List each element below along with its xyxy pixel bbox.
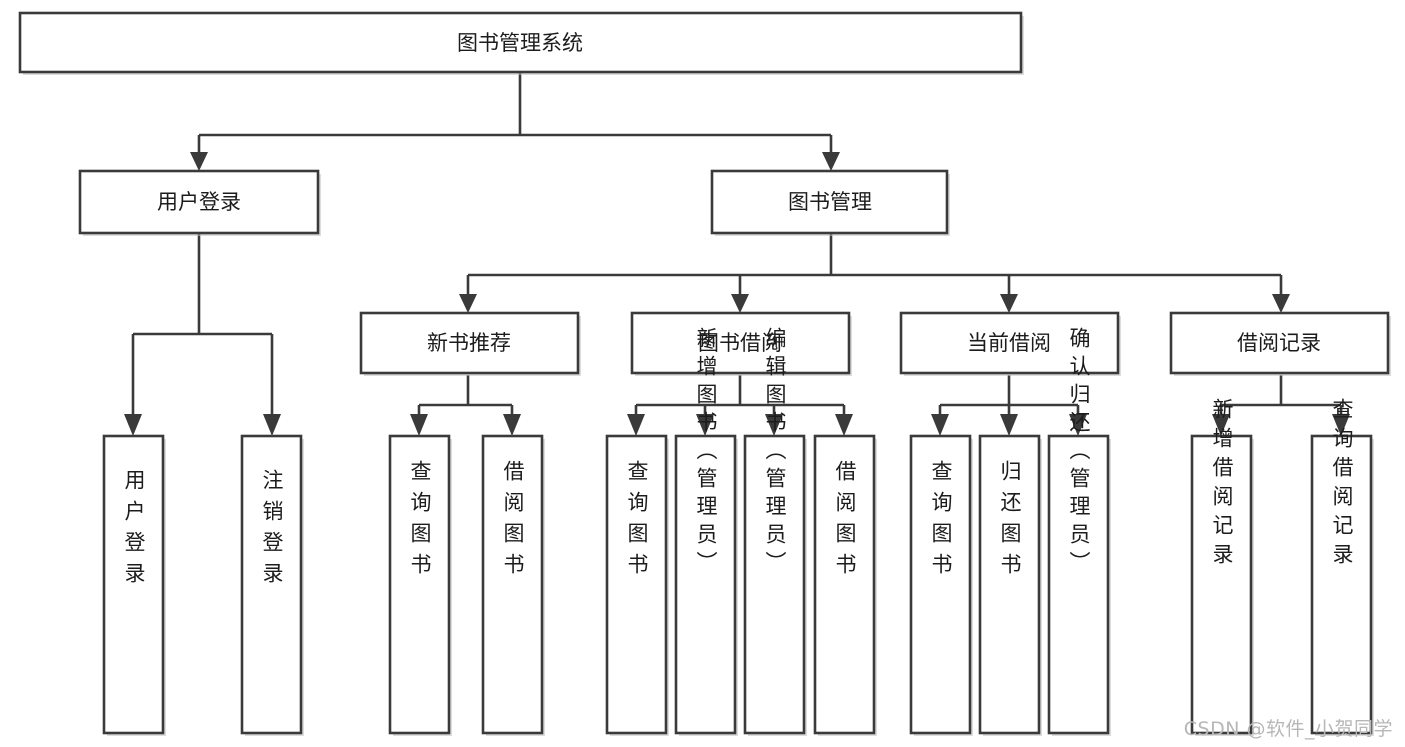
borrow-record-label: 借阅记录 bbox=[1237, 331, 1321, 355]
arrowhead-to-book-borrow bbox=[731, 294, 749, 313]
leaf-return-book-label: 归还图书 bbox=[998, 460, 1022, 584]
leaf-query-record-box[interactable] bbox=[1310, 434, 1373, 735]
arrowhead-to-leaf-borrow-book-2 bbox=[835, 414, 853, 436]
user-login-box[interactable] bbox=[78, 169, 320, 235]
leaf-edit-book-label: 编辑图书（管理员） bbox=[763, 327, 787, 579]
user-login-label: 用户登录 bbox=[157, 190, 241, 214]
leaf-add-book-label: 新增图书（管理员） bbox=[694, 327, 718, 579]
node-leaf-user-login[interactable]: 用户登录 bbox=[102, 434, 166, 736]
root-label: 图书管理系统 bbox=[457, 31, 583, 55]
node-leaf-query-record[interactable]: 查询借阅记录 bbox=[1310, 398, 1374, 736]
arrowhead-to-leaf-query-record bbox=[1332, 414, 1350, 436]
arrowhead-to-leaf-borrow-book-1 bbox=[503, 414, 521, 436]
leaf-query-book-2-box[interactable] bbox=[605, 434, 668, 735]
node-leaf-add-record[interactable]: 新增借阅记录 bbox=[1190, 398, 1254, 736]
leaf-return-book-box[interactable] bbox=[978, 434, 1041, 735]
leaf-confirm-return-box[interactable] bbox=[1047, 434, 1110, 735]
node-leaf-return-book[interactable]: 归还图书 bbox=[978, 434, 1042, 736]
node-leaf-query-book-1[interactable]: 查询图书 bbox=[388, 434, 452, 736]
csdn-watermark: CSDN @软件_小贺同学 bbox=[1183, 718, 1393, 740]
arrowhead-to-leaf-query-book-3 bbox=[931, 414, 949, 436]
node-leaf-query-book-3[interactable]: 查询图书 bbox=[909, 434, 973, 736]
leaf-edit-book-box[interactable] bbox=[743, 434, 806, 735]
arrowhead-to-leaf-add-book bbox=[696, 414, 714, 436]
arrowhead-to-leaf-add-record bbox=[1212, 414, 1230, 436]
arrowhead-to-leaf-confirm-return bbox=[1069, 414, 1087, 436]
arrowhead-to-user-login bbox=[190, 152, 208, 171]
arrowhead-to-leaf-logout-login bbox=[263, 414, 281, 436]
node-book-borrow[interactable]: 图书借阅 bbox=[630, 311, 852, 376]
root-box[interactable] bbox=[18, 11, 1023, 74]
node-root[interactable]: 图书管理系统 bbox=[18, 11, 1024, 75]
arrowhead-to-leaf-edit-book bbox=[765, 414, 783, 436]
arrowhead-to-leaf-query-book-1 bbox=[410, 414, 428, 436]
node-leaf-borrow-book-2[interactable]: 借阅图书 bbox=[813, 434, 877, 736]
leaf-query-book-1-box[interactable] bbox=[388, 434, 451, 735]
leaf-add-book-box[interactable] bbox=[674, 434, 737, 735]
leaf-logout-login-label: 注销登录 bbox=[260, 469, 284, 593]
leaf-borrow-book-2-box[interactable] bbox=[813, 434, 876, 735]
leaf-borrow-book-1-label: 借阅图书 bbox=[501, 460, 525, 584]
leaf-query-book-1-label: 查询图书 bbox=[408, 460, 432, 584]
current-borrow-label: 当前借阅 bbox=[967, 331, 1051, 355]
leaf-query-book-3-box[interactable] bbox=[909, 434, 972, 735]
book-borrow-box[interactable] bbox=[630, 311, 851, 375]
node-leaf-query-book-2[interactable]: 查询图书 bbox=[605, 434, 669, 736]
leaf-query-book-3-label: 查询图书 bbox=[929, 460, 953, 584]
arrowhead-to-book-manage bbox=[822, 152, 840, 171]
leaf-user-login-label: 用户登录 bbox=[122, 469, 146, 593]
node-leaf-confirm-return[interactable]: 确认归还（管理员） bbox=[1047, 327, 1111, 736]
leaf-logout-login-box[interactable] bbox=[240, 434, 303, 735]
node-leaf-edit-book[interactable]: 编辑图书（管理员） bbox=[743, 327, 807, 736]
node-new-book-rec[interactable]: 新书推荐 bbox=[359, 311, 581, 376]
arrowhead-to-borrow-record bbox=[1272, 294, 1290, 313]
node-leaf-add-book[interactable]: 新增图书（管理员） bbox=[674, 327, 738, 736]
leaf-add-record-label: 新增借阅记录 bbox=[1210, 398, 1234, 572]
arrowhead-to-leaf-query-book-2 bbox=[627, 414, 645, 436]
node-leaf-borrow-book-1[interactable]: 借阅图书 bbox=[481, 434, 545, 736]
leaf-borrow-book-1-box[interactable] bbox=[481, 434, 544, 735]
arrowhead-to-leaf-return-book bbox=[1000, 414, 1018, 436]
leaf-confirm-return-label: 确认归还（管理员） bbox=[1067, 327, 1091, 579]
book-manage-box[interactable] bbox=[710, 169, 949, 235]
node-borrow-record[interactable]: 借阅记录 bbox=[1169, 311, 1391, 376]
book-manage-label: 图书管理 bbox=[788, 190, 872, 214]
current-borrow-box[interactable] bbox=[899, 311, 1120, 375]
leaf-query-book-2-label: 查询图书 bbox=[625, 460, 649, 584]
arrowhead-layer bbox=[124, 152, 1350, 436]
leaf-user-login-box[interactable] bbox=[102, 434, 165, 735]
node-user-login[interactable]: 用户登录 bbox=[78, 169, 321, 236]
leaf-query-record-label: 查询借阅记录 bbox=[1330, 398, 1354, 572]
new-book-rec-box[interactable] bbox=[359, 311, 580, 375]
arrowhead-to-current-borrow bbox=[1000, 294, 1018, 313]
leaf-add-record-box[interactable] bbox=[1190, 434, 1253, 735]
borrow-record-box[interactable] bbox=[1169, 311, 1390, 375]
arrowhead-to-new-book-rec bbox=[459, 294, 477, 313]
leaf-borrow-book-2-label: 借阅图书 bbox=[833, 460, 857, 584]
book-borrow-label: 图书借阅 bbox=[698, 331, 782, 355]
node-leaf-logout-login[interactable]: 注销登录 bbox=[240, 434, 304, 736]
arrowhead-to-leaf-user-login bbox=[124, 414, 142, 436]
new-book-rec-label: 新书推荐 bbox=[427, 331, 511, 355]
node-current-borrow[interactable]: 当前借阅 bbox=[899, 311, 1121, 376]
node-book-manage[interactable]: 图书管理 bbox=[710, 169, 950, 236]
